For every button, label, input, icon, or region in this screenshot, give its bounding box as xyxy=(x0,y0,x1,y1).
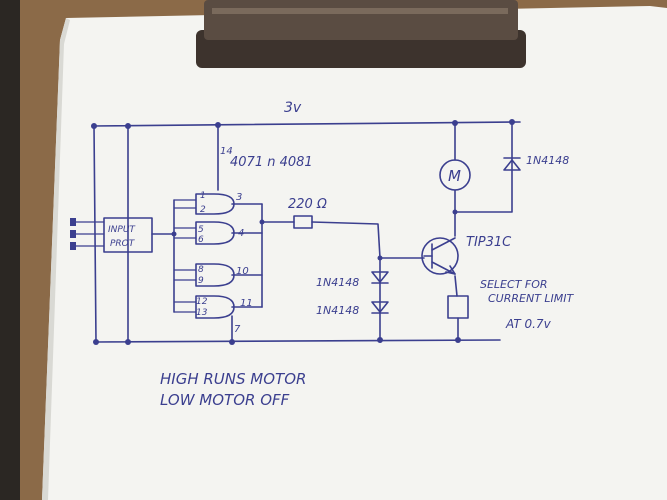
paper-sheet xyxy=(42,6,667,500)
input-prot-label-2: PROT xyxy=(110,239,136,249)
current-note-1: SELECT FOR xyxy=(480,278,548,291)
pin-2: 2 xyxy=(200,205,206,215)
transistor-tip31c xyxy=(421,237,459,275)
pin-10: 10 xyxy=(236,266,249,277)
input-prot-box xyxy=(103,217,153,253)
clip-top xyxy=(204,0,518,40)
flyback-diode-label: 1N4148 xyxy=(526,154,569,167)
chip-label: 4071 n 4081 xyxy=(230,155,313,170)
diode-2 xyxy=(371,301,389,314)
gate-3 xyxy=(195,263,235,287)
pin-13: 13 xyxy=(196,308,208,318)
current-limit-resistor xyxy=(447,295,469,319)
pin-11: 11 xyxy=(240,298,253,309)
note-high: HIGH RUNS MOTOR xyxy=(160,370,306,388)
motor-label: M xyxy=(448,167,461,185)
pin-5: 5 xyxy=(198,225,204,235)
pin-3: 3 xyxy=(236,192,242,203)
pin-12: 12 xyxy=(196,297,208,307)
flyback-diode xyxy=(503,157,521,171)
pin-14: 14 xyxy=(220,146,233,157)
diode-2-label: 1N4148 xyxy=(316,304,359,317)
pin-6: 6 xyxy=(198,235,204,245)
transistor-label: TIP31C xyxy=(466,235,512,250)
pin-7: 7 xyxy=(234,324,241,335)
rail-label: 3v xyxy=(284,100,302,116)
gate-2 xyxy=(195,221,235,245)
pin-8: 8 xyxy=(198,265,204,275)
resistor-label: 220 Ω xyxy=(288,197,327,212)
clip-highlight xyxy=(212,8,508,14)
diode-1 xyxy=(371,271,389,284)
resistor-220 xyxy=(293,215,313,229)
current-note-2: CURRENT LIMIT xyxy=(488,292,575,305)
current-note-3: AT 0.7v xyxy=(505,317,552,331)
wiring xyxy=(70,119,521,345)
gate-1 xyxy=(195,193,235,215)
diode-1-label: 1N4148 xyxy=(316,276,359,289)
pin-1: 1 xyxy=(200,191,206,201)
input-prot-label-1: INPUT xyxy=(108,225,136,235)
gate-4 xyxy=(195,295,235,319)
note-low: LOW MOTOR OFF xyxy=(160,391,290,409)
paper-shadow xyxy=(42,18,70,500)
pin-9: 9 xyxy=(198,276,204,286)
pin-4: 4 xyxy=(238,228,244,239)
motor-symbol xyxy=(439,159,471,191)
